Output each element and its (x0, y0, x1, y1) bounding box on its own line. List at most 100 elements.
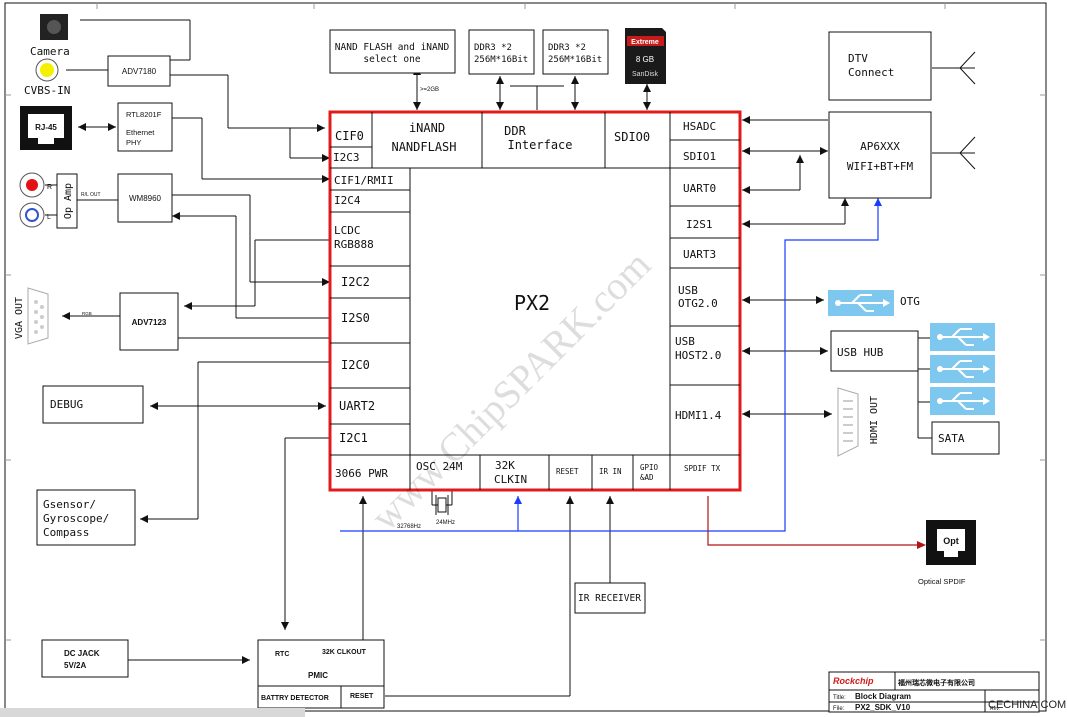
port-ad: &AD (640, 473, 654, 482)
gsensor-block (36, 489, 136, 546)
port-usb-otg-2: OTG2.0 (678, 297, 718, 310)
dc-jack-line2: 5V/2A (64, 661, 86, 670)
rl-out-label: R/L OUT (81, 192, 101, 198)
dtv-line1: DTV (848, 52, 868, 65)
port-ir-in: IR IN (599, 467, 622, 476)
camera-label: Camera (30, 45, 70, 58)
title-label: Title: (833, 695, 846, 701)
rgb-label: RGB (82, 311, 92, 316)
rtl8201f-block (117, 102, 173, 152)
footer-watermark: CECHINA.COM (988, 699, 1066, 711)
sata-block (931, 421, 1000, 455)
company-name: 福州瑞芯微电子有限公司 (897, 678, 975, 687)
port-lcdc: LCDC (334, 224, 361, 237)
usb-port-icon (930, 355, 995, 383)
port-usb-host-1: USB (675, 335, 695, 348)
vga-out-label: VGA OUT (14, 297, 25, 339)
opt-label: Opt (943, 536, 959, 546)
ddr3-b-line2: 256M*16Bit (548, 55, 602, 65)
port-ddr: DDR (504, 124, 526, 138)
rtl8201f-line3: PHY (126, 138, 141, 147)
wm8960-block (117, 173, 173, 223)
port-uart3: UART3 (683, 248, 716, 261)
ir-receiver-block (574, 582, 646, 614)
ddr3-b-line1: DDR3 *2 (548, 43, 586, 53)
port-i2c2: I2C2 (341, 275, 370, 289)
port-uart0: UART0 (683, 182, 716, 195)
sdcard-line: Extreme (631, 39, 659, 46)
port-hsadc: HSADC (683, 120, 716, 133)
pmic-clkout-label: 32K CLKOUT (322, 649, 367, 656)
port-i2c4: I2C4 (334, 194, 361, 207)
ddr3-b-block (542, 29, 609, 75)
port-clkin: CLKIN (494, 473, 527, 486)
port-i2c0: I2C0 (341, 358, 370, 372)
port-interface: Interface (507, 138, 572, 152)
ddr3-a-line1: DDR3 *2 (474, 43, 512, 53)
usb-port-icon (930, 323, 995, 351)
ddr3-a-line2: 256M*16Bit (474, 55, 528, 65)
gsensor-line3: Compass (43, 526, 89, 539)
pmic-block (257, 639, 385, 709)
usb-otg-icon (828, 290, 894, 316)
port-i2c3: I2C3 (333, 151, 360, 164)
arrowheads (62, 67, 849, 664)
soc-block (328, 110, 742, 492)
audio-jack-l-icon (19, 202, 45, 228)
xtal-24m-label: 24MHz (436, 520, 455, 526)
port-inand: iNAND (409, 121, 445, 135)
gsensor-line1: Gsensor/ (43, 498, 96, 511)
nand-select-line2: select one (363, 54, 420, 65)
port-spdif-tx: SPDIF TX (684, 464, 721, 473)
port-uart2: UART2 (339, 399, 375, 413)
sata-label: SATA (938, 432, 965, 445)
sdcard-brand: SanDisk (632, 71, 659, 78)
ap6xxx-line2: WIFI+BT+FM (847, 160, 914, 173)
pmic-battery-label: BATTRY DETECTOR (261, 695, 329, 702)
bottom-strip (0, 708, 305, 717)
opamp-block (56, 173, 78, 229)
port-i2s0: I2S0 (341, 311, 370, 325)
port-cif1-rmii: CIF1/RMII (334, 174, 394, 187)
nand-select-block (329, 29, 456, 74)
optical-spdif-label: Optical SPDIF (918, 577, 966, 586)
port-usb-otg-1: USB (678, 284, 698, 297)
adv7180-label: ADV7180 (122, 67, 157, 76)
ddr3-a-block (468, 29, 535, 75)
port-3066-pwr: 3066 PWR (335, 467, 388, 480)
jack-l-label: L (47, 214, 51, 221)
rockchip-logo: Rockchip (833, 676, 874, 686)
sdcard-icon: Extreme 8 GB SanDisk (625, 28, 666, 84)
port-nandflash: NANDFLASH (391, 140, 456, 154)
rev-label: Rev: (990, 706, 1000, 712)
rj45-icon (20, 106, 72, 150)
title-block (828, 671, 1040, 713)
port-sdio0: SDIO0 (614, 130, 650, 144)
soc-name: PX2 (514, 291, 550, 315)
camera-icon (40, 14, 68, 40)
debug-label: DEBUG (50, 398, 83, 411)
otg-label: OTG (900, 295, 920, 308)
adv7123-label: ADV7123 (132, 318, 167, 327)
optical-spdif-icon (926, 520, 976, 565)
dc-jack-block (41, 639, 129, 678)
port-rgb888: RGB888 (334, 238, 374, 251)
usb-hub-label: USB HUB (837, 346, 884, 359)
rtl8201f-line2: Ethernet (126, 128, 155, 137)
usb-hub-block (830, 330, 919, 372)
nand-size-label: >=2GB (420, 87, 439, 93)
audio-jack-r-icon (19, 172, 45, 198)
wm8960-label: WM8960 (129, 194, 162, 203)
cvbs-jack-icon (35, 58, 59, 82)
hdmi-connector-icon (837, 387, 859, 457)
cvbs-label: CVBS-IN (24, 84, 70, 97)
port-cif0: CIF0 (335, 129, 364, 143)
xtal-32k-label: 32768Hz (397, 524, 421, 530)
ir-receiver-label: IR RECEIVER (578, 593, 641, 604)
port-i2c1: I2C1 (339, 431, 368, 445)
nand-select-line1: NAND FLASH and iNAND (335, 42, 450, 53)
hdmi-out-label: HDMI OUT (869, 396, 880, 444)
port-32k: 32K (495, 459, 515, 472)
